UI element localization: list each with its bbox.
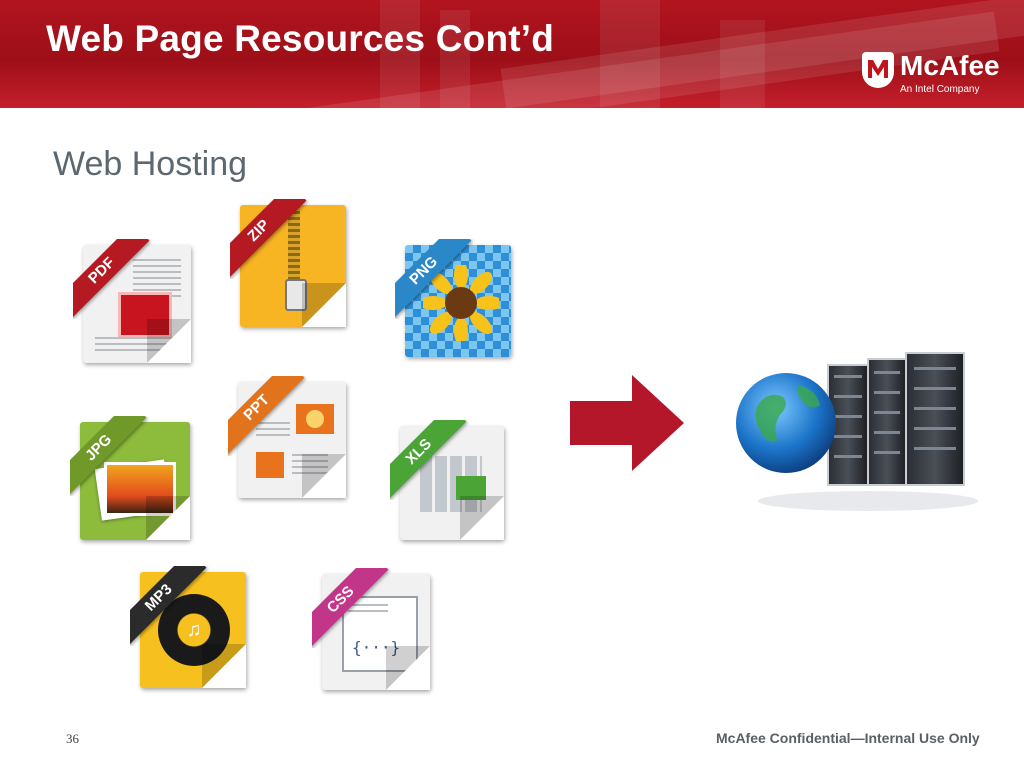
confidentiality-footer: McAfee Confidential—Internal Use Only xyxy=(716,730,980,746)
xls-label: XLS xyxy=(390,420,467,500)
css-label: CSS xyxy=(312,568,389,648)
mp3-file-icon: ♫ MP3 xyxy=(130,566,246,688)
code-braces-icon: {···} xyxy=(352,638,401,657)
logo-brand: McAfee xyxy=(900,50,1000,81)
web-server-globe-icon xyxy=(736,352,978,511)
mp3-label: MP3 xyxy=(130,566,207,646)
jpg-label: JPG xyxy=(70,416,147,496)
pdf-label: PDF xyxy=(73,239,150,319)
jpg-file-icon: JPG xyxy=(70,416,190,540)
mcafee-shield-icon xyxy=(862,52,894,88)
logo-tagline: An Intel Company xyxy=(900,84,980,95)
zip-label: ZIP xyxy=(230,199,307,279)
page-number: 36 xyxy=(66,731,79,746)
ppt-label: PPT xyxy=(228,376,305,456)
png-label: PNG xyxy=(395,239,472,319)
css-file-icon: {···} CSS xyxy=(312,568,430,690)
xls-file-icon: XLS xyxy=(390,420,504,540)
vinyl-record-icon xyxy=(158,594,230,666)
slide-title: Web Page Resources Cont’d xyxy=(46,18,555,59)
ppt-file-icon: PPT xyxy=(228,376,346,498)
pdf-file-icon: PDF xyxy=(73,239,191,363)
png-file-icon: PNG xyxy=(395,239,511,357)
header-banner: Web Page Resources Cont’d McAfee An Inte… xyxy=(0,0,1024,108)
slide-subtitle: Web Hosting xyxy=(53,145,248,183)
zip-file-icon: ZIP xyxy=(230,199,346,327)
music-note-icon: ♫ xyxy=(186,619,202,641)
mcafee-logo: McAfee An Intel Company xyxy=(862,50,1012,102)
right-arrow-icon xyxy=(570,375,684,471)
sunflower-icon xyxy=(423,265,499,341)
